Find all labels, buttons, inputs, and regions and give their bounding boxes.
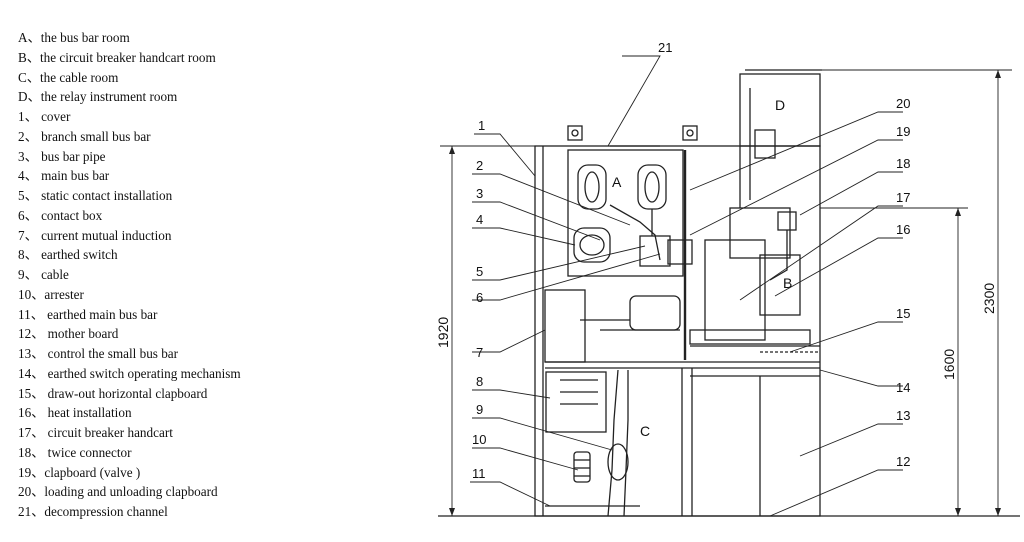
current-mutual-induction-housing <box>544 289 586 363</box>
callout-9: 9 <box>476 402 483 417</box>
dimension-1920: 1920 <box>435 317 451 348</box>
legend-item: A、the bus bar room <box>18 30 130 45</box>
lifting-lug-right <box>682 125 698 141</box>
legend-item: 5、 static contact installation <box>18 188 173 203</box>
relay-room-outline <box>739 73 821 147</box>
legend-item: 20、loading and unloading clapboard <box>18 484 218 500</box>
room-label-c: C <box>640 423 650 439</box>
legend-item: 15、 draw-out horizontal clapboard <box>18 385 208 401</box>
callout-16: 16 <box>896 222 910 237</box>
legend-item: 3、 bus bar pipe <box>18 148 106 164</box>
lifting-lug-left-hole <box>571 129 579 137</box>
callout-14: 14 <box>896 380 910 395</box>
callout-15: 15 <box>896 306 910 321</box>
legend-item: D、the relay instrument room <box>18 89 178 105</box>
bus-bar-pipe-1 <box>577 164 607 210</box>
callout-3: 3 <box>476 186 483 201</box>
legend-item: 14、 earthed switch operating mechanism <box>18 365 241 381</box>
legend-item: 13、 control the small bus bar <box>18 346 179 361</box>
bus-bar-pipe-2-inner <box>644 171 660 203</box>
contact-box <box>639 235 671 267</box>
legend-item: 10、arrester <box>18 286 84 302</box>
legend-item: B、the circuit breaker handcart room <box>18 49 216 65</box>
cable-termination <box>607 443 629 481</box>
room-label-a: A <box>612 174 622 190</box>
legend-item: 11、 earthed main bus bar <box>18 306 158 322</box>
dimension-2300: 2300 <box>981 283 997 314</box>
legend-item: 4、 main bus bar <box>18 168 110 184</box>
callout-20: 20 <box>896 96 910 111</box>
bus-bar-pipe-3-inner <box>579 234 605 256</box>
bus-bar-room-box <box>567 149 684 277</box>
relay-module <box>754 129 776 159</box>
callout-1: 1 <box>478 118 485 133</box>
legend-item: 2、 branch small bus bar <box>18 128 151 144</box>
twice-connector-cable <box>769 230 788 281</box>
legend-item: 6、 contact box <box>18 207 103 223</box>
room-label-b: B <box>783 275 792 291</box>
arrester <box>573 451 591 483</box>
callout-21: 21 <box>658 40 672 55</box>
legend-item: 21、decompression channel <box>18 504 168 519</box>
callout-17: 17 <box>896 190 910 205</box>
callout-11: 11 <box>472 466 486 481</box>
handcart-arm <box>759 254 801 316</box>
legend-item: 16、 heat installation <box>18 405 132 421</box>
callout-6: 6 <box>476 290 483 305</box>
callout-13: 13 <box>896 408 910 423</box>
callout-10: 10 <box>472 432 486 447</box>
callout-18: 18 <box>896 156 910 171</box>
callout-4: 4 <box>476 212 483 227</box>
current-transformer <box>629 295 681 331</box>
legend-item: 18、 twice connector <box>18 444 132 460</box>
branch-bus-bar <box>609 204 661 261</box>
legend-item: 17、 circuit breaker handcart <box>18 425 173 440</box>
legend-item: 7、 current mutual induction <box>18 227 172 243</box>
legend-item: 1、 cover <box>18 109 71 124</box>
handcart-upper <box>729 207 791 259</box>
heat-installation <box>689 329 811 345</box>
legend-item: 8、 earthed switch <box>18 247 118 263</box>
callout-19: 19 <box>896 124 910 139</box>
dimension-1600: 1600 <box>941 349 957 380</box>
callout-8: 8 <box>476 374 483 389</box>
legend-item: 12、 mother board <box>18 326 119 342</box>
earthed-switch <box>545 371 607 433</box>
lifting-lug-left <box>567 125 583 141</box>
callout-12: 12 <box>896 454 910 469</box>
circuit-breaker-handcart <box>704 239 766 341</box>
legend-item: C、the cable room <box>18 69 119 85</box>
legend-item: 9、 cable <box>18 267 69 282</box>
cable <box>607 369 619 517</box>
cabinet-outline <box>534 145 821 517</box>
twice-connector <box>777 211 797 231</box>
static-contact <box>667 239 693 265</box>
bus-bar-pipe-1-inner <box>584 171 600 203</box>
callout-2: 2 <box>476 158 483 173</box>
room-label-d: D <box>775 97 785 113</box>
callout-5: 5 <box>476 264 483 279</box>
legend-item: 19、clapboard (valve ) <box>18 464 141 480</box>
lifting-lug-right-hole <box>686 129 694 137</box>
callout-7: 7 <box>476 345 483 360</box>
